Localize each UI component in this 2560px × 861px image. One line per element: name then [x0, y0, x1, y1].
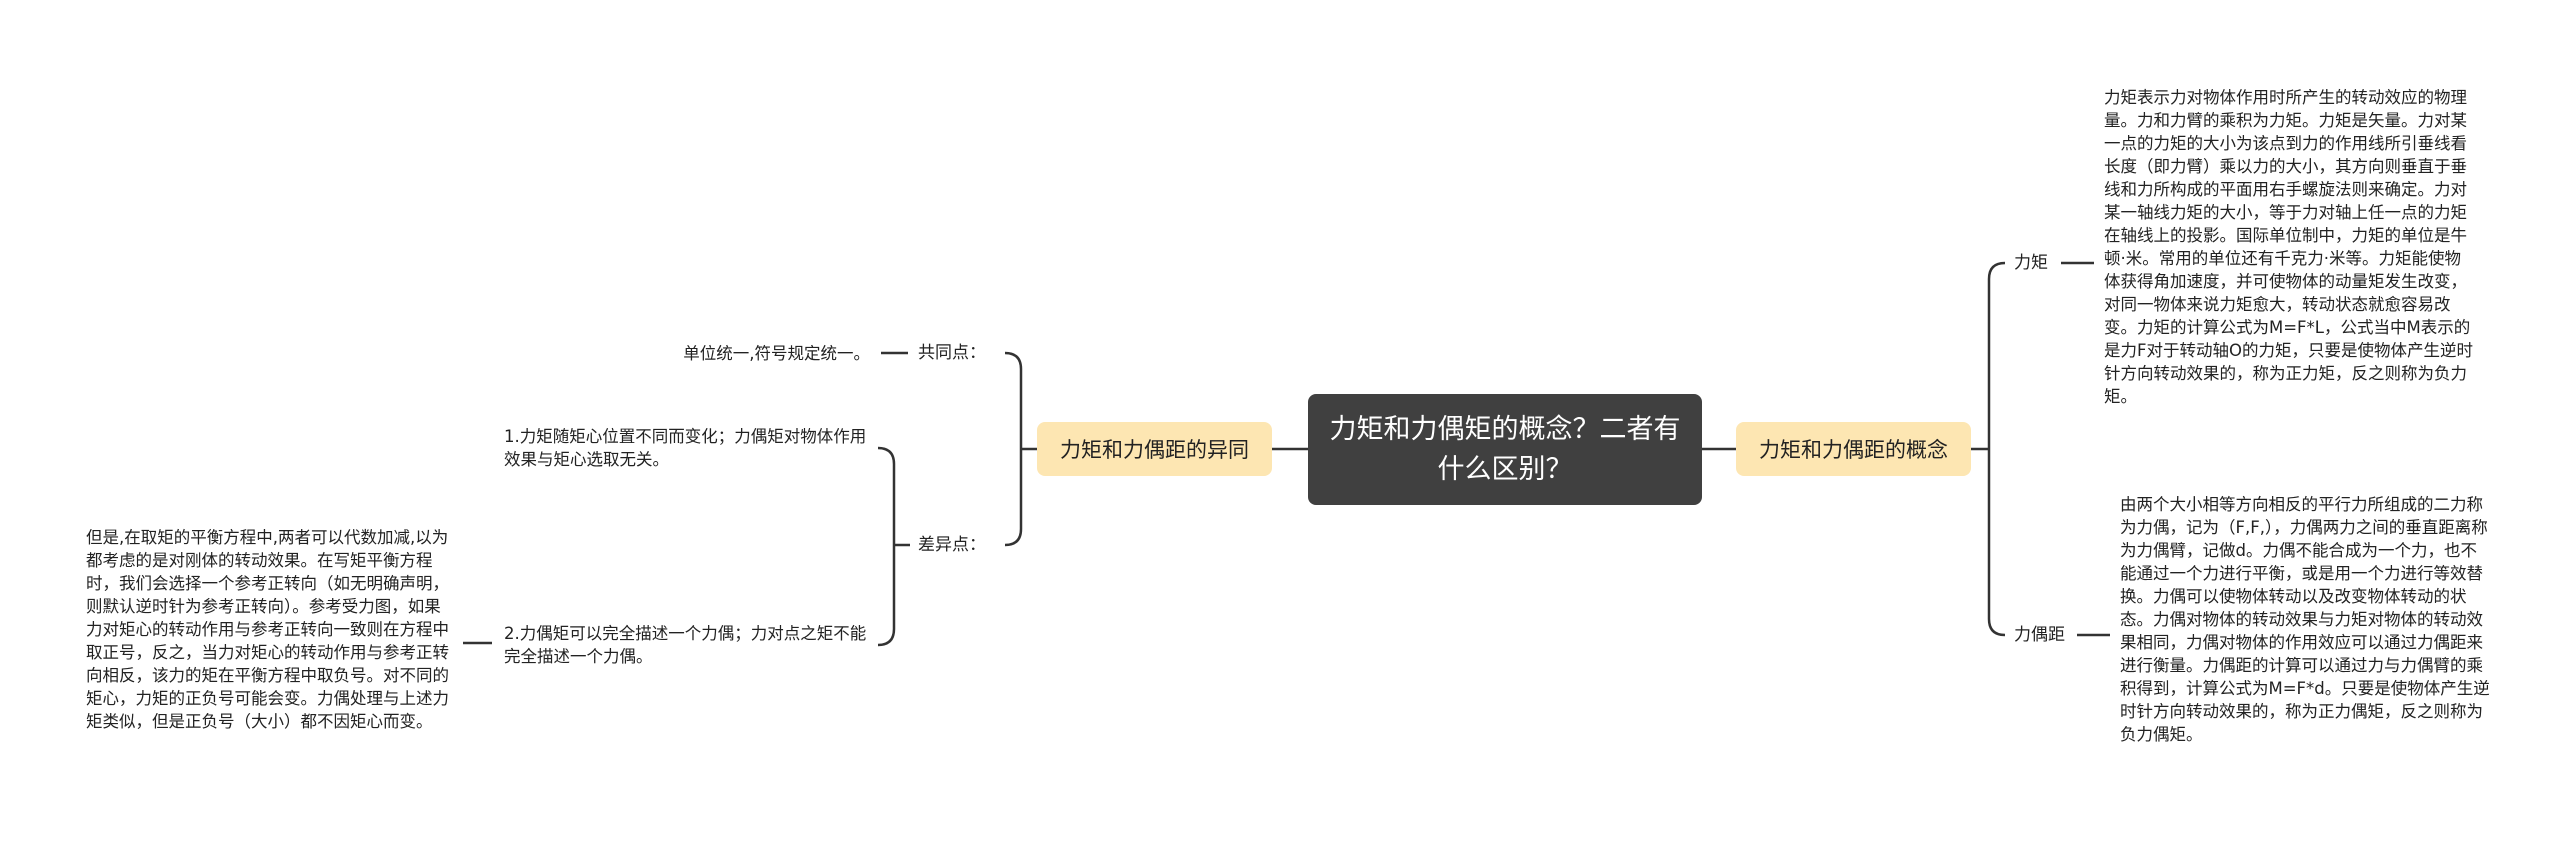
- branch-label: 力矩和力偶距的异同: [1060, 438, 1249, 462]
- difference-item-1: 1.力矩随矩心位置不同而变化；力偶矩对物体作用效果与矩心选取无关。: [504, 427, 867, 469]
- bracket-left: [1004, 351, 1023, 547]
- root-title: 力矩和力偶矩的概念？二者有什么区别？: [1329, 413, 1681, 485]
- difference-item-2: 2.力偶矩可以完全描述一个力偶；力对点之矩不能完全描述一个力偶。: [504, 624, 867, 666]
- node-torque[interactable]: 力矩: [2014, 253, 2048, 273]
- branch-label: 力矩和力偶距的概念: [1759, 438, 1948, 462]
- common-text: 单位统一,符号规定统一。: [683, 344, 870, 363]
- bracket-difference: [877, 446, 896, 647]
- root-node[interactable]: 力矩和力偶矩的概念？二者有什么区别？: [1308, 394, 1702, 505]
- node-couple[interactable]: 力偶距: [2014, 625, 2065, 645]
- branch-node-similarities[interactable]: 力矩和力偶距的异同: [1037, 422, 1272, 476]
- node-difference[interactable]: 差异点：: [918, 535, 986, 555]
- torque-description: 力矩表示力对物体作用时所产生的转动效应的物理量。力和力臂的乘积为力矩。力矩是矢量…: [2104, 88, 2473, 406]
- couple-description: 由两个大小相等方向相反的平行力所组成的二力称为力偶，记为（F,F,），力偶两力之…: [2120, 495, 2490, 744]
- difference-item-2-detail: 但是,在取矩的平衡方程中,两者可以代数加减,以为都考虑的是对刚体的转动效果。在写…: [86, 528, 449, 731]
- node-common[interactable]: 共同点：: [918, 343, 986, 363]
- branch-node-concepts[interactable]: 力矩和力偶距的概念: [1736, 422, 1971, 476]
- bracket-right: [1987, 261, 2006, 637]
